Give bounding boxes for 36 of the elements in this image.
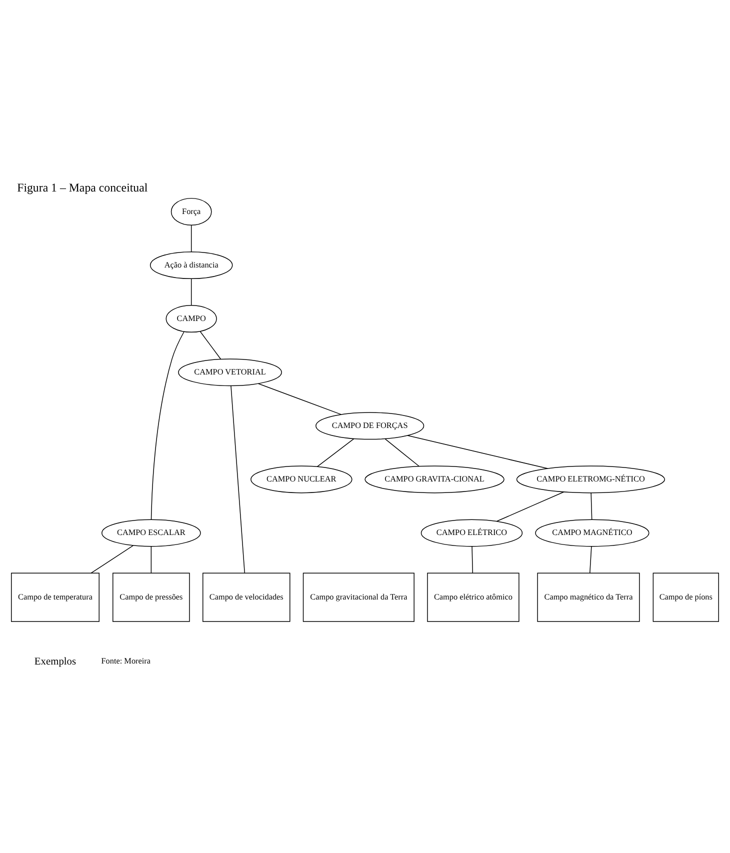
label: Fonte: Moreira: [101, 656, 151, 666]
connector: [190, 278, 192, 306]
node-ellipse: CAMPO GRAVITA-CIONAL: [364, 465, 504, 493]
node-box: Campo elétrico atômico: [427, 572, 520, 622]
node-ellipse: CAMPO ESCALAR: [102, 518, 201, 546]
node-ellipse: CAMPO NUCLEAR: [250, 465, 352, 493]
connector: [150, 331, 184, 520]
node-box: Campo de pressões: [112, 572, 190, 622]
node-ellipse: CAMPO ELETROMG-NÉTICO: [516, 465, 666, 493]
node-box: Campo gravitacional da Terra: [302, 572, 414, 622]
node-ellipse: CAMPO MAGNÉTICO: [535, 518, 650, 546]
node-box: Campo de píons: [652, 572, 719, 622]
connector: [472, 546, 474, 573]
node-ellipse: CAMPO ELÉTRICO: [420, 518, 523, 546]
connector: [496, 491, 564, 522]
connector: [230, 384, 246, 573]
node-ellipse: CAMPO DE FORÇAS: [316, 412, 424, 440]
label: Exemplos: [34, 656, 76, 667]
node-box: Campo de temperatura: [11, 572, 100, 622]
connector: [407, 434, 548, 468]
connector: [316, 438, 354, 467]
node-ellipse: Ação à distancia: [150, 250, 233, 278]
connector: [150, 546, 152, 573]
connector: [200, 330, 222, 359]
diagram-title: Figura 1 – Mapa conceitual: [17, 180, 148, 194]
node-ellipse: CAMPO: [166, 304, 217, 332]
node-box: Campo magnético da Terra: [537, 572, 640, 622]
connector: [590, 492, 592, 520]
connector: [384, 438, 420, 466]
node-ellipse: Força: [170, 197, 212, 225]
connector: [190, 224, 192, 252]
node-box: Campo de velocidades: [202, 572, 290, 622]
connector: [90, 544, 134, 573]
connector: [258, 382, 342, 414]
node-ellipse: CAMPO VETORIAL: [178, 358, 282, 386]
connector: [590, 546, 592, 573]
